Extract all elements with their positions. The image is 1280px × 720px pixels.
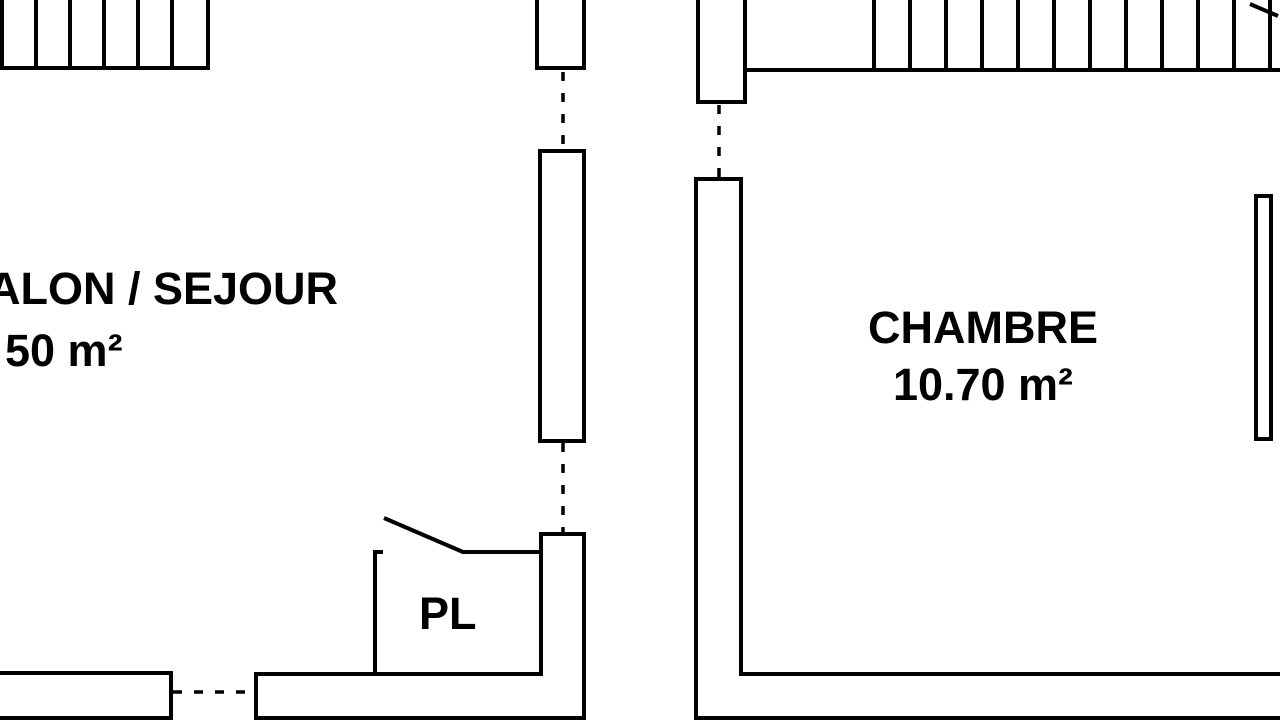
wall-chambre-right-panel [1254, 194, 1273, 441]
room-area-chambre: 10.70 m² [892, 359, 1074, 410]
room-area-salon: 50 m² [5, 325, 123, 376]
wall-bottom-left [0, 671, 254, 720]
wall-placard [254, 532, 586, 720]
room-label-chambre: CHAMBRE [868, 302, 1098, 353]
room-label-placard: PL [419, 588, 477, 639]
wall-partition-middle [535, 0, 586, 532]
room-label-salon: ALON / SEJOUR [0, 263, 339, 314]
wall-chambre-left [694, 0, 1280, 720]
window-top-left [0, 0, 210, 70]
placard-door-leaf [383, 516, 464, 554]
window-top-right [745, 0, 1280, 72]
